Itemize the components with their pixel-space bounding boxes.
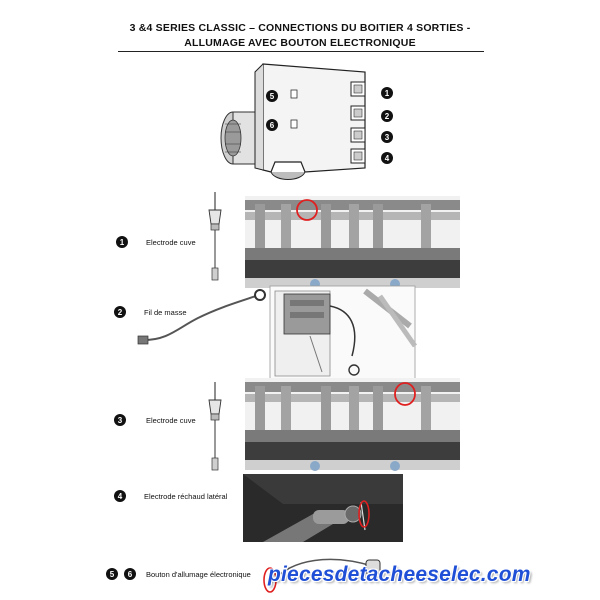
number-badge: 2: [114, 306, 126, 318]
title-underline: [118, 51, 484, 52]
number-badge: 6: [266, 119, 278, 131]
electrode-icon: [208, 382, 222, 471]
item-label: Electrode cuve: [146, 416, 196, 425]
number-badge: 1: [116, 236, 128, 248]
item-label: Bouton d'allumage électronique: [146, 570, 251, 579]
item-label: Electrode cuve: [146, 238, 196, 247]
number-badge: 5: [266, 90, 278, 102]
item-label: Fil de masse: [144, 308, 187, 317]
number-badge: 4: [381, 152, 393, 164]
page-title-line-2: ALLUMAGE AVEC BOUTON ELECTRONIQUE: [184, 37, 416, 49]
page-title-line-1: 3 &4 SERIES CLASSIC – CONNECTIONS DU BOI…: [129, 22, 471, 34]
watermark: piecesdetacheeselec.com: [268, 563, 531, 586]
burner-photo: [245, 196, 460, 289]
number-badge: 5: [106, 568, 118, 580]
burner-photo: [245, 378, 460, 471]
number-badge: 1: [381, 87, 393, 99]
number-badge: 3: [381, 131, 393, 143]
number-badge: 6: [124, 568, 136, 580]
electrode-icon: [208, 192, 222, 281]
module-connection-photo: [269, 285, 418, 382]
number-badge: 3: [114, 414, 126, 426]
number-badge: 4: [114, 490, 126, 502]
number-badge: 2: [381, 110, 393, 122]
ground-wire-icon: [137, 289, 266, 345]
ignition-button-icon: [263, 558, 381, 593]
side-burner-photo: [243, 474, 403, 542]
connection-module-illustration: [220, 63, 366, 180]
item-label: Electrode réchaud latéral: [144, 492, 228, 501]
